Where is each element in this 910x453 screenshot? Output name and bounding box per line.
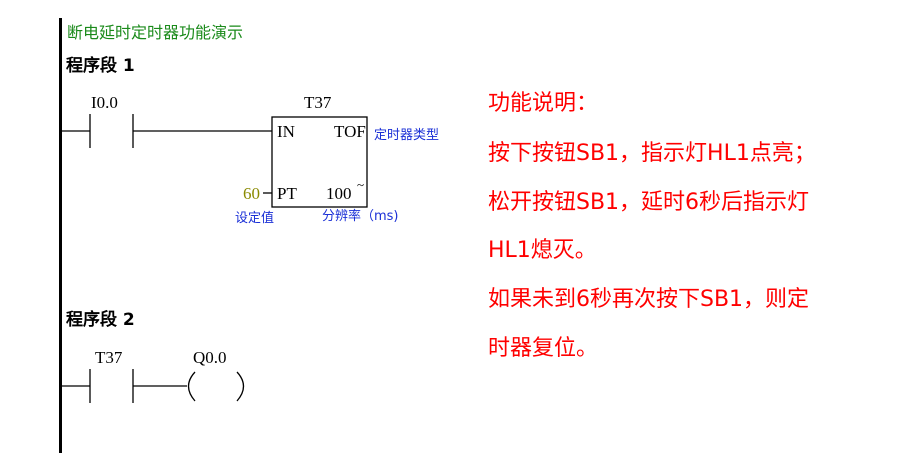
description-line: 功能说明：: [488, 91, 599, 116]
description-line: 按下按钮SB1，指示灯HL1点亮；: [488, 141, 816, 166]
contact-label: T37: [95, 348, 123, 367]
timer-type-annotation: 定时器类型: [374, 128, 440, 143]
power-rail: [59, 18, 62, 453]
timer-in-pin: IN: [277, 122, 295, 141]
description-line: HL1熄灭。: [488, 238, 597, 263]
description-line: 如果未到6秒再次按下SB1，则定: [488, 287, 810, 312]
timer-type: TOF: [334, 122, 366, 141]
network-1-label: 程序段 1: [66, 56, 135, 76]
timer-box: [271, 116, 368, 208]
description-line: 松开按钮SB1，延时6秒后指示灯: [488, 190, 810, 215]
preset-value: 60: [243, 184, 260, 203]
resolution-annotation: 分辨率（ms): [322, 209, 399, 224]
contact-label: I0.0: [91, 93, 118, 112]
coil-q0-0: [187, 371, 196, 402]
timer-pt-pin: PT: [277, 184, 297, 203]
coil-q0-0: [236, 371, 245, 402]
tilde-mark: ~: [357, 177, 365, 192]
network-2-label: 程序段 2: [66, 310, 135, 330]
coil-label: Q0.0: [193, 348, 227, 367]
description-line: 时器复位。: [488, 336, 599, 361]
timer-name: T37: [304, 93, 332, 112]
preset-annotation: 设定值: [235, 211, 275, 226]
diagram-title: 断电延时定时器功能演示: [67, 23, 244, 42]
timer-resolution: 100: [326, 184, 352, 203]
